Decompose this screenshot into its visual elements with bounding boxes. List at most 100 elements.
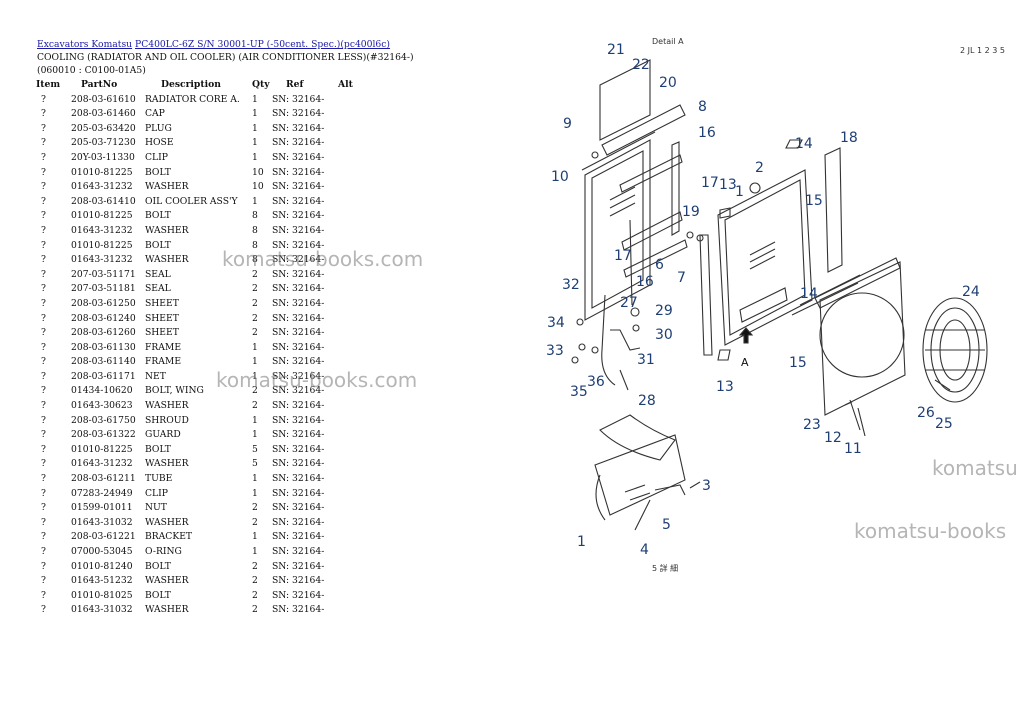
cell-item: ? [41,575,46,587]
svg-text:20: 20 [659,75,677,91]
svg-text:22: 22 [632,57,650,73]
cell-partno: 01010-81225 [71,239,133,251]
svg-text:2: 2 [755,160,764,176]
cell-ref: SN: 32164- [272,166,325,178]
cell-qty: 1 [252,370,258,382]
svg-text:9: 9 [563,116,572,132]
cell-qty: 10 [252,181,264,193]
cell-qty: 2 [252,327,258,339]
cell-description: CAP [145,108,165,120]
svg-text:5: 5 [662,517,671,533]
cell-item: ? [41,502,46,514]
cell-description: BOLT [145,166,171,178]
column-header-ref: Ref [286,79,304,90]
page-header: Excavators Komatsu PC400LC-6Z S/N 30001-… [37,38,437,77]
cell-description: SHROUD [145,414,189,426]
cell-qty: 2 [252,516,258,528]
cell-partno: 208-03-61322 [71,429,136,441]
cell-partno: 01643-31232 [71,254,133,266]
cell-description: BOLT [145,239,171,251]
cell-alt [338,312,353,327]
cell-alt [338,151,353,166]
svg-text:4: 4 [640,542,649,558]
cell-alt [338,603,353,618]
cell-description: NUT [145,502,167,514]
cell-alt [338,545,353,560]
cell-ref: SN: 32164- [272,443,325,455]
cell-alt [338,253,353,268]
svg-text:36: 36 [587,374,605,390]
cell-ref: SN: 32164- [272,181,325,193]
cell-partno: 07283-24949 [71,487,133,499]
cell-alt [338,516,353,531]
column-header-partno: PartNo [81,79,118,90]
cell-alt [338,414,353,429]
svg-text:12: 12 [824,430,842,446]
cell-ref: SN: 32164- [272,239,325,251]
cell-partno: 07000-53045 [71,546,133,557]
breadcrumb-link-model[interactable]: PC400LC-6Z S/N 30001-UP (-50cent. Spec.)… [135,39,391,50]
svg-text:26: 26 [917,405,935,421]
cell-qty: 1 [252,356,258,368]
cell-description: BOLT, WING [145,385,204,397]
cell-alt [338,487,353,502]
svg-text:30: 30 [655,327,673,343]
cell-description: PLUG [145,122,172,134]
breadcrumb-link-excavators[interactable]: Excavators Komatsu [37,39,133,50]
cell-partno: 01643-31232 [71,458,133,470]
cell-qty: 2 [252,560,258,572]
cell-item: ? [41,414,46,426]
detail-label: Detail A [652,37,684,46]
cell-partno: 01010-81225 [71,210,133,222]
svg-text:1: 1 [735,184,744,200]
cell-qty: 2 [252,385,258,397]
cell-description: FRAME [145,356,182,368]
cell-partno: 208-03-61171 [71,370,136,382]
cell-alt [338,530,353,545]
cell-ref: SN: 32164- [272,356,325,368]
cell-description: SEAL [145,283,171,295]
parts-table: Item PartNo Description Qty Ref Alt ?208… [36,78,353,618]
cell-description: HOSE [145,137,174,149]
cell-item: ? [41,108,46,120]
cell-description: WASHER [145,181,189,193]
cell-description: BOLT [145,560,171,572]
cell-item: ? [41,312,46,324]
cell-alt [338,224,353,239]
svg-text:17: 17 [614,248,632,264]
svg-text:35: 35 [570,384,588,400]
cell-ref: SN: 32164- [272,400,325,412]
svg-text:8: 8 [698,99,707,115]
svg-text:17: 17 [701,175,719,191]
column-header-description: Description [161,79,221,90]
cell-qty: 1 [252,151,258,163]
svg-text:25: 25 [935,416,953,432]
cell-qty: 2 [252,268,258,280]
cell-qty: 5 [252,458,258,470]
cell-item: ? [41,224,46,236]
cell-qty: 1 [252,341,258,353]
svg-text:6: 6 [655,257,664,273]
cell-ref: SN: 32164- [272,341,325,353]
cell-partno: 01643-31032 [71,604,133,616]
cell-ref: SN: 32164- [272,268,325,280]
cell-item: ? [41,560,46,572]
cell-item: ? [41,268,46,280]
cell-partno: 207-03-51181 [71,283,136,295]
